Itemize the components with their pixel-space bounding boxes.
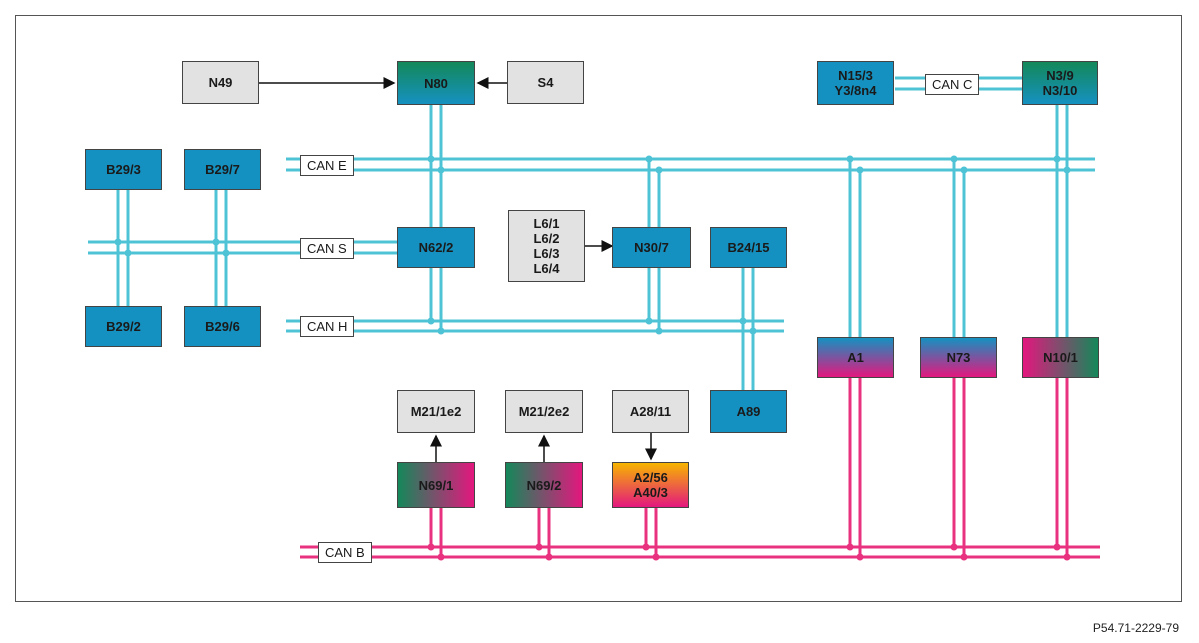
module-N80: N80 <box>397 61 475 105</box>
bus-label-can-b: CAN B <box>318 542 372 563</box>
module-A1: A1 <box>817 337 894 378</box>
module-N62-2: N62/2 <box>397 227 475 268</box>
module-N30-7: N30/7 <box>612 227 691 268</box>
module-B29-2: B29/2 <box>85 306 162 347</box>
module-N10-1: N10/1 <box>1022 337 1099 378</box>
module-B29-6: B29/6 <box>184 306 261 347</box>
module-S4: S4 <box>507 61 584 104</box>
module-N73: N73 <box>920 337 997 378</box>
module-N49: N49 <box>182 61 259 104</box>
module-B29-3: B29/3 <box>85 149 162 190</box>
module-N69-2: N69/2 <box>505 462 583 508</box>
figure-reference-code: P54.71-2229-79 <box>1092 621 1179 635</box>
module-N15-3: N15/3 Y3/8n4 <box>817 61 894 105</box>
module-A28-11: A28/11 <box>612 390 689 433</box>
bus-label-can-s: CAN S <box>300 238 354 259</box>
module-A2-56: A2/56 A40/3 <box>612 462 689 508</box>
module-N69-1: N69/1 <box>397 462 475 508</box>
bus-label-can-e: CAN E <box>300 155 354 176</box>
module-M21-1e2: M21/1e2 <box>397 390 475 433</box>
bus-label-can-c: CAN C <box>925 74 980 95</box>
module-L6: L6/1 L6/2 L6/3 L6/4 <box>508 210 585 282</box>
module-N3-9: N3/9 N3/10 <box>1022 61 1098 105</box>
module-B24-15: B24/15 <box>710 227 787 268</box>
module-M21-2e2: M21/2e2 <box>505 390 583 433</box>
bus-label-can-h: CAN H <box>300 316 355 337</box>
module-B29-7: B29/7 <box>184 149 261 190</box>
module-A89: A89 <box>710 390 787 433</box>
